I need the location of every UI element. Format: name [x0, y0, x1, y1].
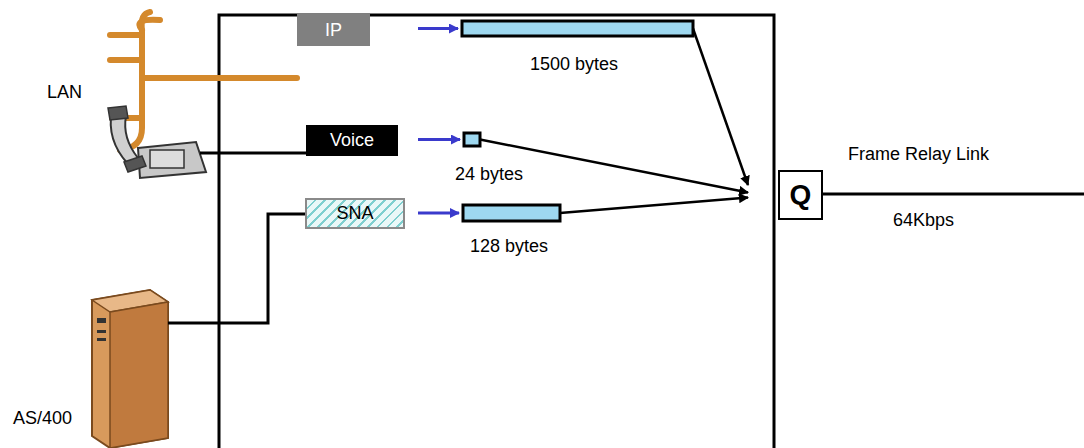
server-icon: [92, 214, 305, 448]
input-arrow: [418, 212, 459, 215]
input-arrow: [418, 27, 458, 30]
size-label: 1500 bytes: [530, 54, 618, 75]
system-label: AS/400: [13, 408, 72, 429]
telephone-icon: [108, 106, 306, 178]
input-arrow: [418, 138, 460, 141]
size-label: 128 bytes: [470, 236, 548, 257]
device-box: [219, 15, 774, 448]
link-label: Frame Relay Link: [848, 144, 989, 165]
queue-bar: [462, 21, 693, 36]
node-text: IP: [325, 20, 342, 41]
network-label: LAN: [47, 82, 82, 103]
output-arrow: [693, 29, 748, 186]
node-text: Voice: [330, 130, 374, 151]
queue-connector: [418, 133, 748, 193]
voice-box: Voice: [306, 125, 398, 156]
queue-box: Q: [778, 170, 823, 220]
queue-bar: [463, 205, 560, 221]
ip-box: IP: [297, 14, 370, 46]
lan-cable: [110, 12, 297, 150]
output-arrow: [560, 198, 748, 214]
queue-bar: [464, 133, 480, 146]
sna-box: SNA: [305, 198, 405, 229]
speed-label: 64Kbps: [893, 210, 954, 231]
size-label: 24 bytes: [455, 164, 523, 185]
node-text: SNA: [336, 203, 373, 224]
node-text: Q: [790, 179, 812, 211]
queue-connector: [418, 198, 748, 222]
link-line: [822, 193, 1084, 196]
